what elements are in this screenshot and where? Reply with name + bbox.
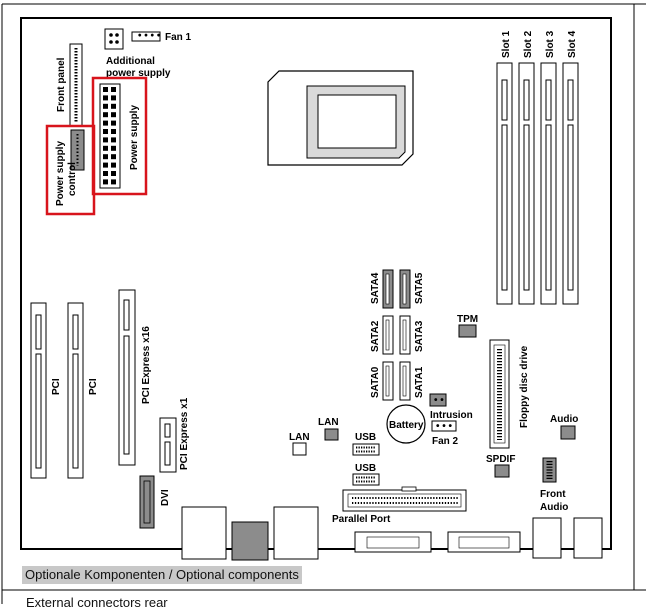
power-supply-pin: [103, 120, 108, 126]
power-supply-pin: [111, 179, 116, 185]
pcie-x16-label: PCI Express x16: [141, 326, 152, 404]
usb-label-a: USB: [355, 432, 376, 443]
floppy-label: Floppy disc drive: [519, 345, 530, 428]
pcie-x1-label: PCI Express x1: [179, 397, 190, 470]
power-supply-pin: [111, 120, 116, 126]
pcie-x16-slot: [118, 289, 136, 466]
power-supply-connector: [99, 83, 121, 189]
pci-label-b: PCI: [88, 378, 99, 395]
power-supply-pin: [103, 103, 108, 109]
svg-text:• • • •: • • • •: [138, 31, 161, 42]
power-supply-pin: [111, 112, 116, 118]
sata3-label: SATA3: [414, 320, 425, 352]
power-supply-pin: [103, 145, 108, 151]
power-supply-pin: [111, 129, 116, 134]
caption-optional-components: Optionale Komponenten / Optional compone…: [22, 566, 302, 584]
lan-connector-b: [292, 442, 307, 456]
spdif-label: SPDIF: [486, 454, 515, 465]
slot3-label: Slot 3: [545, 30, 556, 58]
power-supply-label: Power supply: [129, 105, 140, 170]
memory-slot-1: [496, 62, 513, 305]
power-supply-pin: [103, 154, 108, 160]
pci-label-a: PCI: [51, 378, 62, 395]
intrusion-label: Intrusion: [430, 410, 473, 421]
power-supply-pin: [103, 171, 108, 176]
slot2-label: Slot 2: [523, 30, 534, 58]
power-supply-pin: [103, 162, 108, 168]
audio-connector: [560, 425, 576, 440]
fan1-label: Fan 1: [165, 32, 192, 43]
lan-connector-a: [324, 428, 339, 441]
additional-power-connector: [104, 28, 124, 50]
memory-slot-3: [540, 62, 557, 305]
power-supply-pin: [103, 129, 108, 134]
power-supply-pin: [103, 179, 108, 185]
power-supply-pin: [111, 162, 116, 168]
memory-slot-2: [518, 62, 535, 305]
fan2-label: Fan 2: [432, 436, 459, 447]
slot4-label: Slot 4: [567, 30, 578, 58]
usb-connector-b: [352, 473, 380, 486]
power-supply-pin: [111, 137, 116, 143]
power-supply-pin: [111, 171, 116, 176]
sata4-label: SATA4: [370, 272, 381, 304]
svg-text:• • •: • • •: [436, 421, 453, 432]
usb-connector-a: [352, 443, 380, 456]
sata1-label: SATA1: [414, 366, 425, 398]
slot1-label: Slot 1: [501, 30, 512, 58]
power-supply-pin: [103, 137, 108, 143]
dvi-connector: [139, 475, 155, 529]
power-supply-pin: [111, 103, 116, 109]
front-audio-label-2: Audio: [540, 502, 568, 513]
usb-label-b: USB: [355, 463, 376, 474]
sata5-label: SATA5: [414, 272, 425, 304]
spdif-connector: [494, 464, 510, 478]
power-supply-pin: [111, 87, 116, 92]
power-supply-control-label-2: control: [67, 162, 78, 196]
tpm-label: TPM: [457, 314, 478, 325]
dvi-label: DVI: [160, 489, 171, 506]
power-supply-control-connector: [70, 129, 85, 171]
front-audio-label-1: Front: [540, 489, 566, 500]
lan-label-a: LAN: [318, 417, 339, 428]
power-supply-pin: [111, 145, 116, 151]
power-supply-control-label-1: Power supply: [55, 141, 66, 206]
power-supply-pin: [103, 112, 108, 118]
power-supply-pin: [111, 154, 116, 160]
parallel-port-label: Parallel Port: [332, 514, 391, 525]
pcie-x1-slot: [159, 417, 177, 473]
tpm-connector: [458, 324, 477, 338]
pci-slot-b: [67, 302, 84, 479]
pci-slot-a: [30, 302, 47, 479]
fan1-connector: [131, 31, 161, 42]
rear-connectors: [181, 506, 603, 561]
additional-power-label-1: Additional: [106, 56, 155, 67]
sata0-label: SATA0: [370, 366, 381, 398]
cpu-socket-center: [317, 94, 397, 149]
additional-power-label-2: power supply: [106, 68, 171, 79]
battery-label: Battery: [389, 420, 424, 431]
power-supply-control-highlight: [45, 124, 96, 216]
fan2-connector: [431, 420, 457, 432]
power-supply-pin: [111, 95, 116, 101]
intrusion-connector: [429, 393, 447, 407]
audio-label: Audio: [550, 414, 578, 425]
sata2-label: SATA2: [370, 320, 381, 352]
power-supply-pin: [103, 87, 108, 92]
lan-label-b: LAN: [289, 432, 310, 443]
external-connectors-heading: External connectors rear: [26, 595, 168, 610]
svg-text:• •: • •: [434, 395, 444, 406]
power-supply-pin: [103, 95, 108, 101]
power-supply-pins: [103, 87, 116, 185]
memory-slot-4: [562, 62, 579, 305]
battery: [386, 404, 426, 444]
front-panel-label: Front panel: [56, 57, 67, 112]
